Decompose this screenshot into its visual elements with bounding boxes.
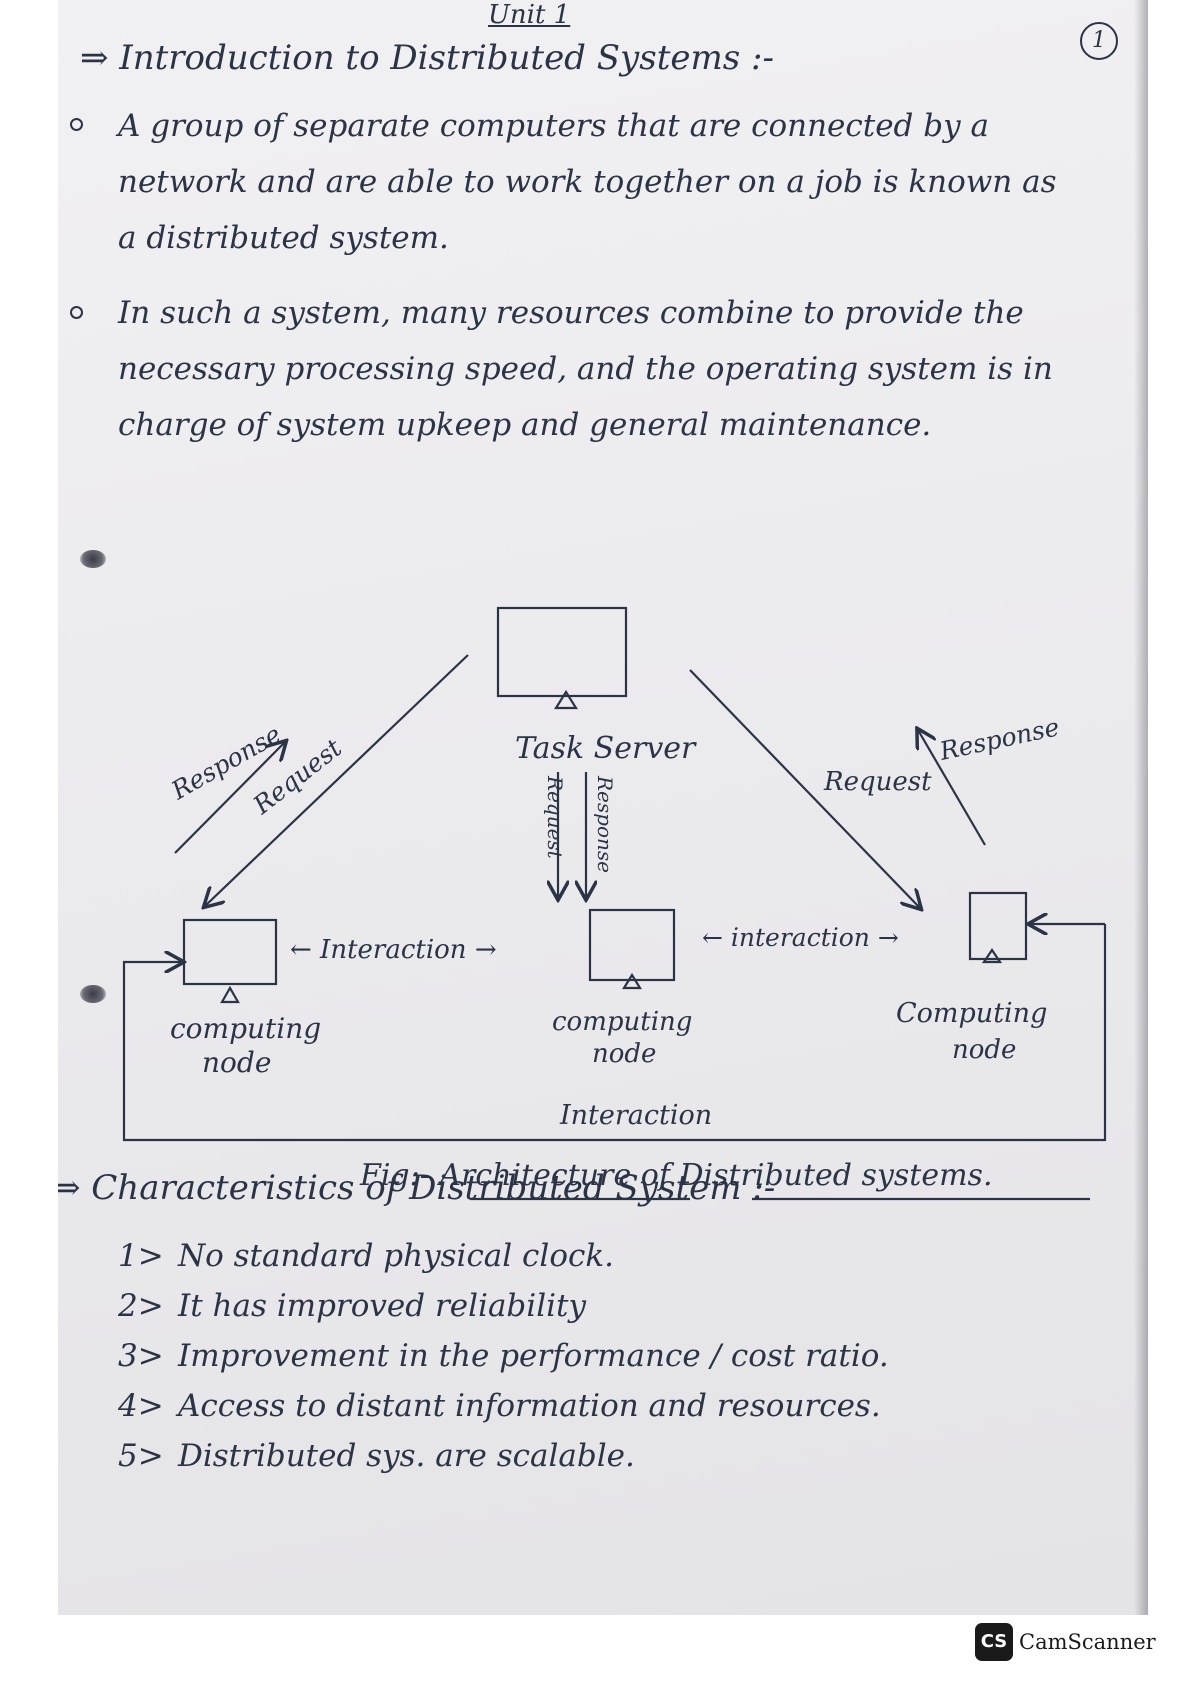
notebook-page: Unit 1 1 ⇒ Introduction to Distributed S… [58, 0, 1148, 1615]
characteristics-heading: ⇒ Characteristics of Distributed System … [58, 1168, 776, 1208]
camscanner-watermark: CS CamScanner [975, 1622, 1156, 1662]
intro-bullet-2: In such a system, many resources combine… [118, 295, 1053, 443]
camscanner-name: CamScanner [1019, 1630, 1156, 1654]
list-item: 5>Distributed sys. are scalable. [118, 1438, 635, 1474]
page-number: 1 [1080, 22, 1118, 60]
list-item: 3>Improvement in the performance / cost … [118, 1338, 889, 1374]
list-item: 1>No standard physical clock. [118, 1238, 614, 1274]
intro-heading: ⇒ Introduction to Distributed Systems :- [80, 38, 774, 78]
bullet-icon [70, 118, 83, 131]
list-item: 2>It has improved reliability [118, 1288, 586, 1324]
bullet-icon [70, 306, 83, 319]
page-edge-shadow [1134, 0, 1148, 1615]
intro-bullet-1: A group of separate computers that are c… [118, 108, 1057, 256]
camscanner-logo: CS [975, 1623, 1013, 1661]
punch-hole [80, 985, 106, 1003]
list-item: 4>Access to distant information and reso… [118, 1388, 881, 1424]
characteristics-list: 1>No standard physical clock. 2>It has i… [118, 1238, 1118, 1488]
punch-hole [80, 550, 106, 568]
unit-label: Unit 1 [488, 0, 571, 30]
